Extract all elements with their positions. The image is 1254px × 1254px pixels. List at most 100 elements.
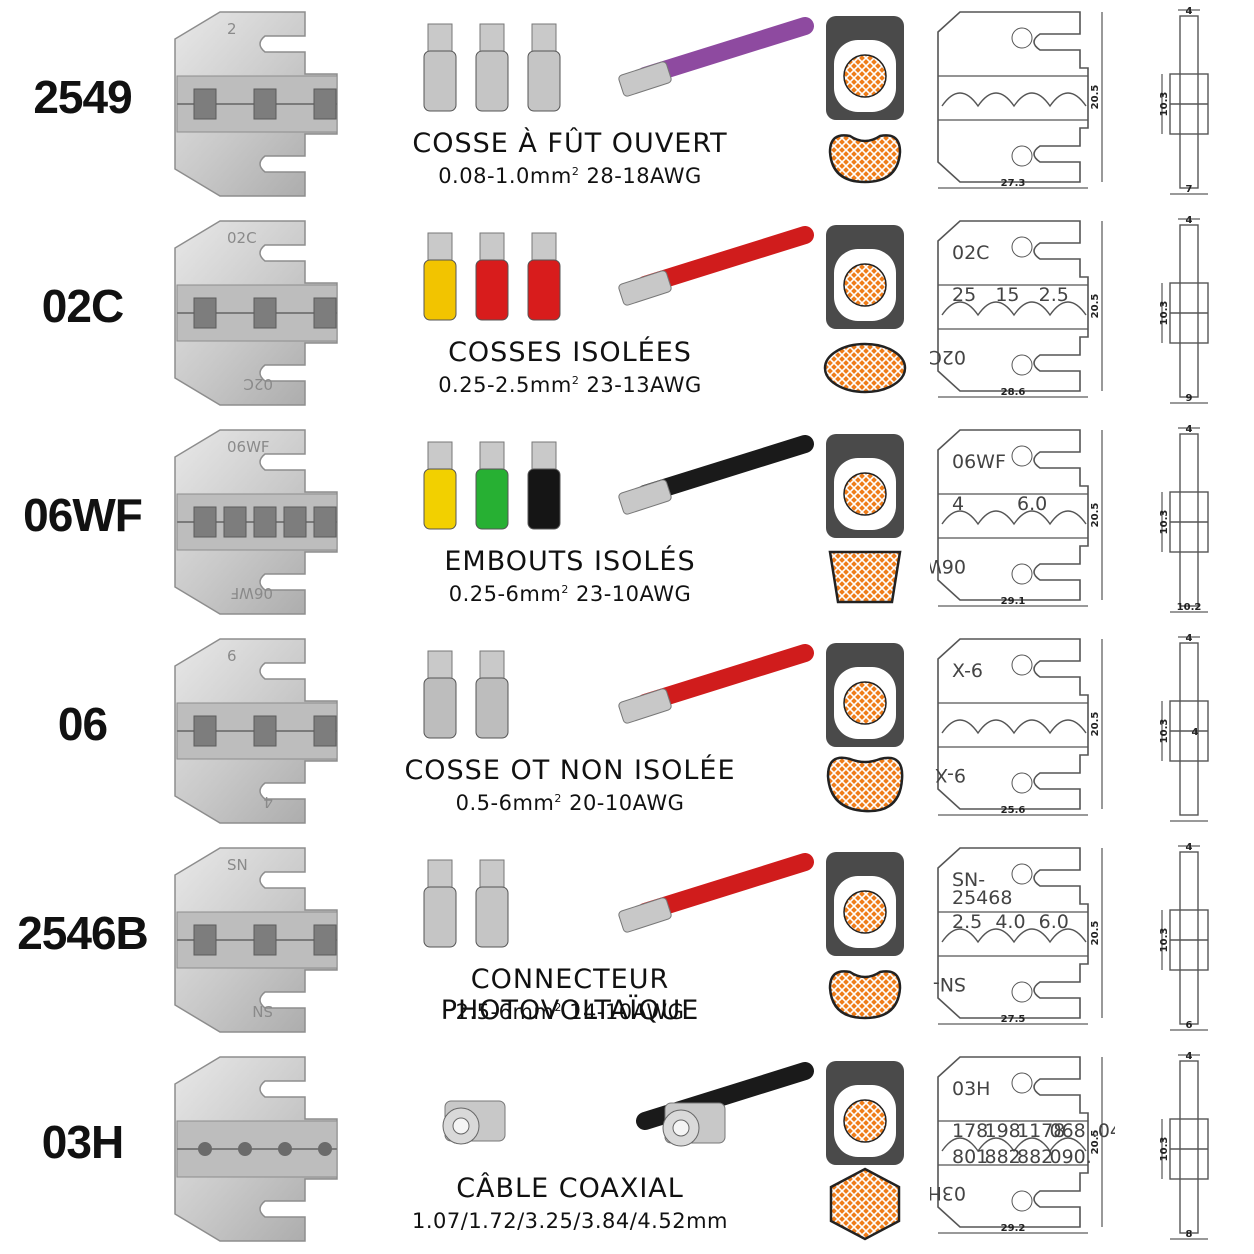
cavity-label: 068 .04 <box>1050 1120 1116 1142</box>
terminal-spec: 0.25-6mm2 23-10AWG <box>350 582 790 606</box>
spec-range: 0.25-6mm <box>448 582 562 606</box>
side-dim-mid: 10.3 <box>1159 719 1170 744</box>
terminal-type-title: CONNECTEUR PHOTOVOLTAÏQUE <box>440 964 700 1026</box>
terminal-photo-icon <box>442 1062 814 1147</box>
technical-drawing-icon: 25.620.5X-69-X <box>935 638 1103 816</box>
dim-width: 28.6 <box>1001 387 1026 398</box>
spec-range: 1.07/1.72/3.25/3.84/4.52mm <box>411 1209 728 1233</box>
jaw-marking-top: 2 <box>227 20 237 38</box>
terminal-spec: 2.5-6mm2 14-10AWG <box>350 1000 790 1024</box>
spec-unit-sup: 2 <box>554 792 562 805</box>
drawing-label-top: 02C <box>952 242 989 264</box>
side-dim-bottom: 9 <box>1186 393 1193 404</box>
dim-width: 25.6 <box>1001 805 1026 816</box>
spec-range: 0.25-2.5mm <box>438 373 572 397</box>
side-view-icon: 410.37 <box>1159 6 1209 195</box>
terminal-photo-icon <box>423 853 814 948</box>
side-dim-top: 4 <box>1186 633 1193 644</box>
cavity-label: 1178 <box>1017 1120 1065 1142</box>
dim-width: 29.1 <box>1001 596 1026 607</box>
side-dim-mid: 10.3 <box>1159 301 1170 326</box>
side-dim-mid: 10.3 <box>1159 92 1170 117</box>
spec-awg: 23-13AWG <box>586 373 702 397</box>
terminal-photo-icon <box>423 435 814 530</box>
side-dim-top: 4 <box>1186 1051 1193 1062</box>
jaw-marking-bottom: SN <box>252 1002 273 1020</box>
side-dim-bottom: 10.2 <box>1177 602 1202 613</box>
drawing-label-sub: 25468 <box>952 887 1012 909</box>
jaw-marking-bottom: 06WF <box>230 584 273 602</box>
spec-awg: 14-10AWG <box>569 1000 685 1024</box>
side-dim-top: 4 <box>1186 215 1193 226</box>
drawing-label-top: 03H <box>952 1078 990 1100</box>
side-view-icon: 410.39 <box>1159 215 1209 404</box>
crimp-profile-icon <box>826 643 904 813</box>
drawing-label-top: X-6 <box>952 660 983 682</box>
crimp-profile-icon <box>826 1061 904 1241</box>
die-code: 03H <box>41 1116 124 1168</box>
die-code: 06WF <box>23 489 143 541</box>
dim-width: 29.2 <box>1001 1223 1026 1234</box>
crimp-jaw-icon <box>174 1056 338 1242</box>
side-dim-top: 4 <box>1186 424 1193 435</box>
crimp-profile-icon <box>826 852 904 1020</box>
cavity-label: 6.0 <box>1017 493 1047 515</box>
cavity-label-bottom: 882 <box>985 1146 1021 1168</box>
cavity-label: 4.0 <box>995 911 1025 933</box>
side-dim-bottom: 7 <box>1186 184 1193 195</box>
technical-drawing-icon: 27.320.5 <box>937 11 1103 189</box>
cavity-label-bottom: 090. <box>1050 1146 1092 1168</box>
dim-height: 20.5 <box>1090 712 1101 737</box>
dim-height: 20.5 <box>1090 503 1101 528</box>
jaw-marking-bottom: 02C <box>243 375 273 393</box>
drawing-label-top: SN- <box>952 869 985 891</box>
cavity-label: 178 <box>952 1120 988 1142</box>
dim-width: 27.3 <box>1001 178 1026 189</box>
side-dim-mid: 10.3 <box>1159 510 1170 535</box>
jaw-marking-top: 6 <box>227 647 237 665</box>
cavity-label: 6.0 <box>1039 911 1069 933</box>
die-code: 02C <box>41 280 124 332</box>
die-code: 06 <box>57 698 108 750</box>
spec-range: 0.08-1.0mm <box>438 164 572 188</box>
side-view-icon: 410.38 <box>1159 1051 1209 1240</box>
cavity-label: 2.5 <box>952 911 982 933</box>
spec-unit-sup: 2 <box>561 583 569 596</box>
die-row: 06WF 06WF 06WF EMBOUTS ISOLÉS 0.25-6mm2 23-1… <box>0 418 1254 627</box>
drawing-label-bottom: 06WF <box>930 555 966 577</box>
side-dim-extra: 4 <box>1192 727 1199 738</box>
jaw-marking-top: 02C <box>227 229 257 247</box>
terminal-spec: 1.07/1.72/3.25/3.84/4.52mm <box>350 1209 790 1233</box>
spec-range: 0.5-6mm <box>455 791 555 815</box>
cavity-label-bottom: 882 <box>1017 1146 1053 1168</box>
spec-awg: 23-10AWG <box>576 582 692 606</box>
spec-unit-sup: 2 <box>571 374 580 387</box>
terminal-photo-icon <box>423 17 814 112</box>
cavity-label: 4 <box>952 493 964 515</box>
spec-awg: 20-10AWG <box>569 791 685 815</box>
dim-height: 20.5 <box>1090 1130 1101 1155</box>
crimp-jaw-icon: 64 <box>174 638 338 824</box>
dim-width: 27.5 <box>1001 1014 1026 1025</box>
spec-unit-sup: 2 <box>554 1001 562 1014</box>
jaw-marking-top: SN <box>227 856 248 874</box>
side-view-icon: 410.36 <box>1159 842 1209 1031</box>
side-view-icon: 4 10.3 10.2 <box>1159 424 1209 613</box>
spec-unit-sup: 2 <box>571 165 580 178</box>
terminal-type-title: COSSE À FÛT OUVERT <box>412 128 728 159</box>
terminal-type-title: EMBOUTS ISOLÉS <box>444 546 696 577</box>
crimp-profile-icon <box>823 225 907 394</box>
side-dim-mid: 10.3 <box>1159 1137 1170 1162</box>
die-code: 2549 <box>33 71 132 123</box>
dim-height: 20.5 <box>1090 921 1101 946</box>
terminal-spec: 0.08-1.0mm2 28-18AWG <box>350 164 790 188</box>
jaw-marking-bottom: 4 <box>263 793 273 811</box>
